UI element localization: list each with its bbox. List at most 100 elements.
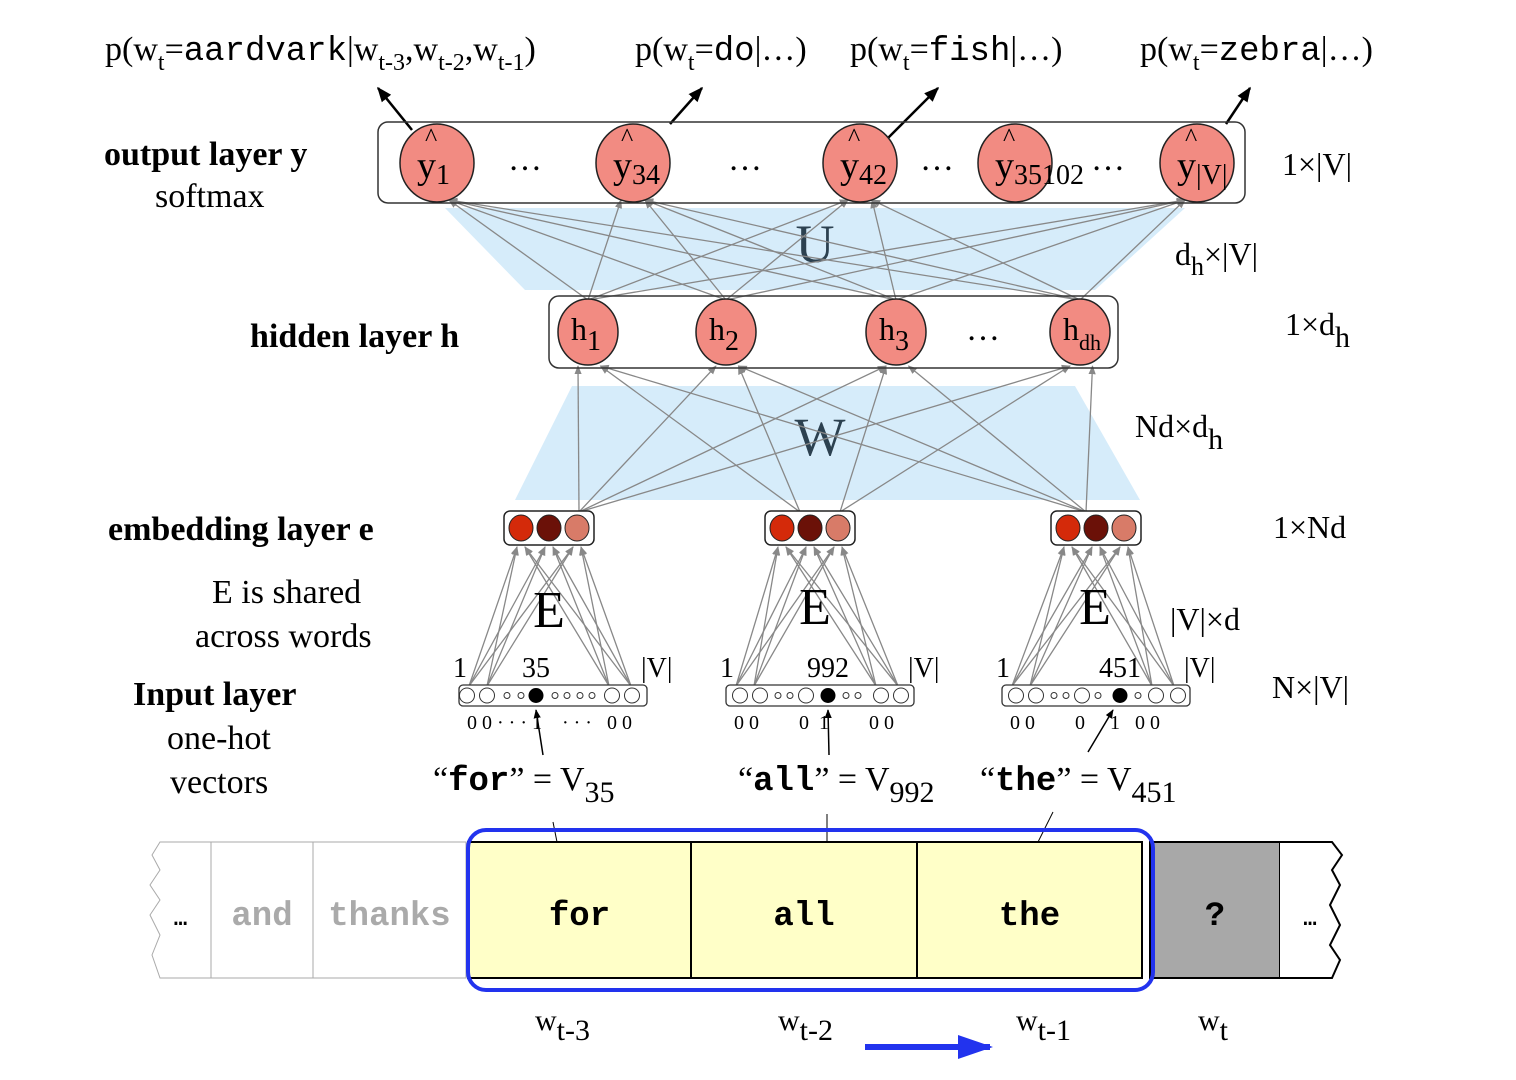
edge	[1099, 546, 1175, 687]
edge	[579, 546, 610, 687]
position-wt-3: wt-3	[535, 1004, 590, 1047]
prob-fish: p(wt=fish|…)	[850, 31, 1063, 76]
node-label: h1	[571, 311, 601, 357]
hidden-layer-title: hidden layer h	[250, 318, 459, 355]
embedding-unit	[536, 514, 562, 542]
edge	[599, 365, 801, 513]
output-layer-subtitle: softmax	[155, 178, 265, 215]
edge	[1071, 546, 1153, 687]
pointer-arrow	[533, 709, 544, 756]
vector-values: 0 0 0 1 0 0	[734, 712, 894, 734]
ellipsis: …	[966, 311, 1000, 348]
node-circle	[557, 298, 619, 366]
index-first: 1	[720, 653, 734, 684]
edge	[580, 546, 632, 687]
vector-unit	[1074, 687, 1090, 704]
word-vocab-label: “the” = V451	[980, 761, 1177, 809]
e-dim: |V|×d	[1170, 601, 1240, 637]
edge	[448, 199, 727, 301]
ellipsis: …	[1091, 141, 1125, 178]
edge	[735, 546, 835, 687]
index-last: |V|	[641, 653, 672, 684]
tape-word: ?	[1205, 898, 1225, 936]
hat-symbol: ^	[848, 123, 860, 152]
tape-cell: ?	[1149, 841, 1281, 979]
word-vocab-label: “for” = V35	[433, 761, 615, 809]
embedding-vector	[764, 510, 856, 546]
node-label: y42	[840, 145, 887, 191]
tape-word: …	[1303, 907, 1316, 932]
ellipsis: …	[728, 141, 762, 178]
node-circle	[1049, 298, 1111, 366]
edge	[468, 546, 518, 687]
tape-word: for	[549, 898, 610, 936]
edge	[895, 199, 1186, 301]
e-shared-note-1: E is shared	[212, 574, 361, 611]
output-node: y35102^	[977, 123, 1084, 203]
hidden-layer-box	[548, 295, 1119, 369]
hidden-node: h3	[865, 298, 927, 366]
tape-cell: …	[1280, 841, 1344, 979]
edge	[1099, 546, 1153, 687]
edge	[524, 546, 632, 687]
node-label: y35102	[995, 145, 1084, 191]
edge	[753, 546, 781, 687]
vector-unit	[1062, 692, 1070, 699]
tape-word: all	[773, 898, 834, 936]
probability-labels: p(wt=aardvark|wt-3,wt-2,wt-1) p(wt=do|…)…	[105, 31, 1373, 76]
embedding-unit	[797, 514, 823, 542]
tape-cell: the	[916, 841, 1143, 979]
e-matrix-labels: E E E	[533, 579, 1111, 639]
edge	[448, 197, 1081, 301]
index-hot: 35	[522, 653, 550, 684]
edge	[737, 365, 801, 513]
pointer-arrow	[1087, 709, 1114, 753]
e-matrix-label: E	[799, 579, 831, 636]
one-hot-vector: 1 992 |V| 0 0 0 1 0 0 “all” = V992	[720, 653, 939, 842]
input-dim: N×|V|	[1272, 669, 1349, 705]
embedding-unit	[1055, 514, 1081, 542]
vector-unit	[786, 692, 794, 699]
node-label: y34	[613, 145, 660, 191]
edge	[1071, 546, 1175, 687]
node-label: h2	[709, 311, 739, 357]
edge	[1085, 365, 1096, 513]
edge	[578, 365, 717, 513]
hat-symbol: ^	[425, 123, 437, 152]
edge	[839, 365, 1071, 513]
vector-unit	[1008, 687, 1024, 704]
tape-cell: all	[690, 841, 918, 979]
hot-unit	[820, 688, 836, 703]
index-last: |V|	[908, 653, 939, 684]
position-labels: wt-3 wt-2 wt-1 wt	[535, 1004, 1229, 1047]
embedding-unit	[1083, 514, 1109, 542]
edge	[907, 365, 1087, 513]
embedding-dim: 1×Nd	[1273, 509, 1346, 545]
edge	[644, 199, 897, 301]
prob-zebra: p(wt=zebra|…)	[1140, 31, 1373, 76]
edge	[1127, 546, 1175, 687]
edge	[785, 546, 877, 687]
output-node: y34^	[595, 123, 671, 203]
tape-cell: thanks	[312, 841, 467, 979]
ellipsis: …	[920, 141, 954, 178]
hidden-node: h2	[695, 298, 757, 366]
embedding-vectors	[503, 510, 1142, 546]
edge	[841, 546, 899, 687]
embedding-unit	[769, 514, 795, 542]
word-vocab-label: “all” = V992	[738, 761, 935, 809]
edge	[644, 199, 727, 301]
vector-unit	[1134, 692, 1142, 699]
u-matrix-label: U	[796, 214, 835, 274]
vector-unit	[1148, 687, 1164, 704]
embedding-unit	[508, 514, 534, 542]
vector-unit	[774, 692, 782, 699]
embedding-unit	[1111, 514, 1137, 542]
index-hot: 992	[807, 653, 849, 684]
vector-values: 0 0 · · · 1 · · · 0 0	[467, 712, 632, 734]
vector-unit	[798, 687, 814, 704]
edge	[644, 198, 1081, 301]
embedding-vector	[1050, 510, 1142, 546]
